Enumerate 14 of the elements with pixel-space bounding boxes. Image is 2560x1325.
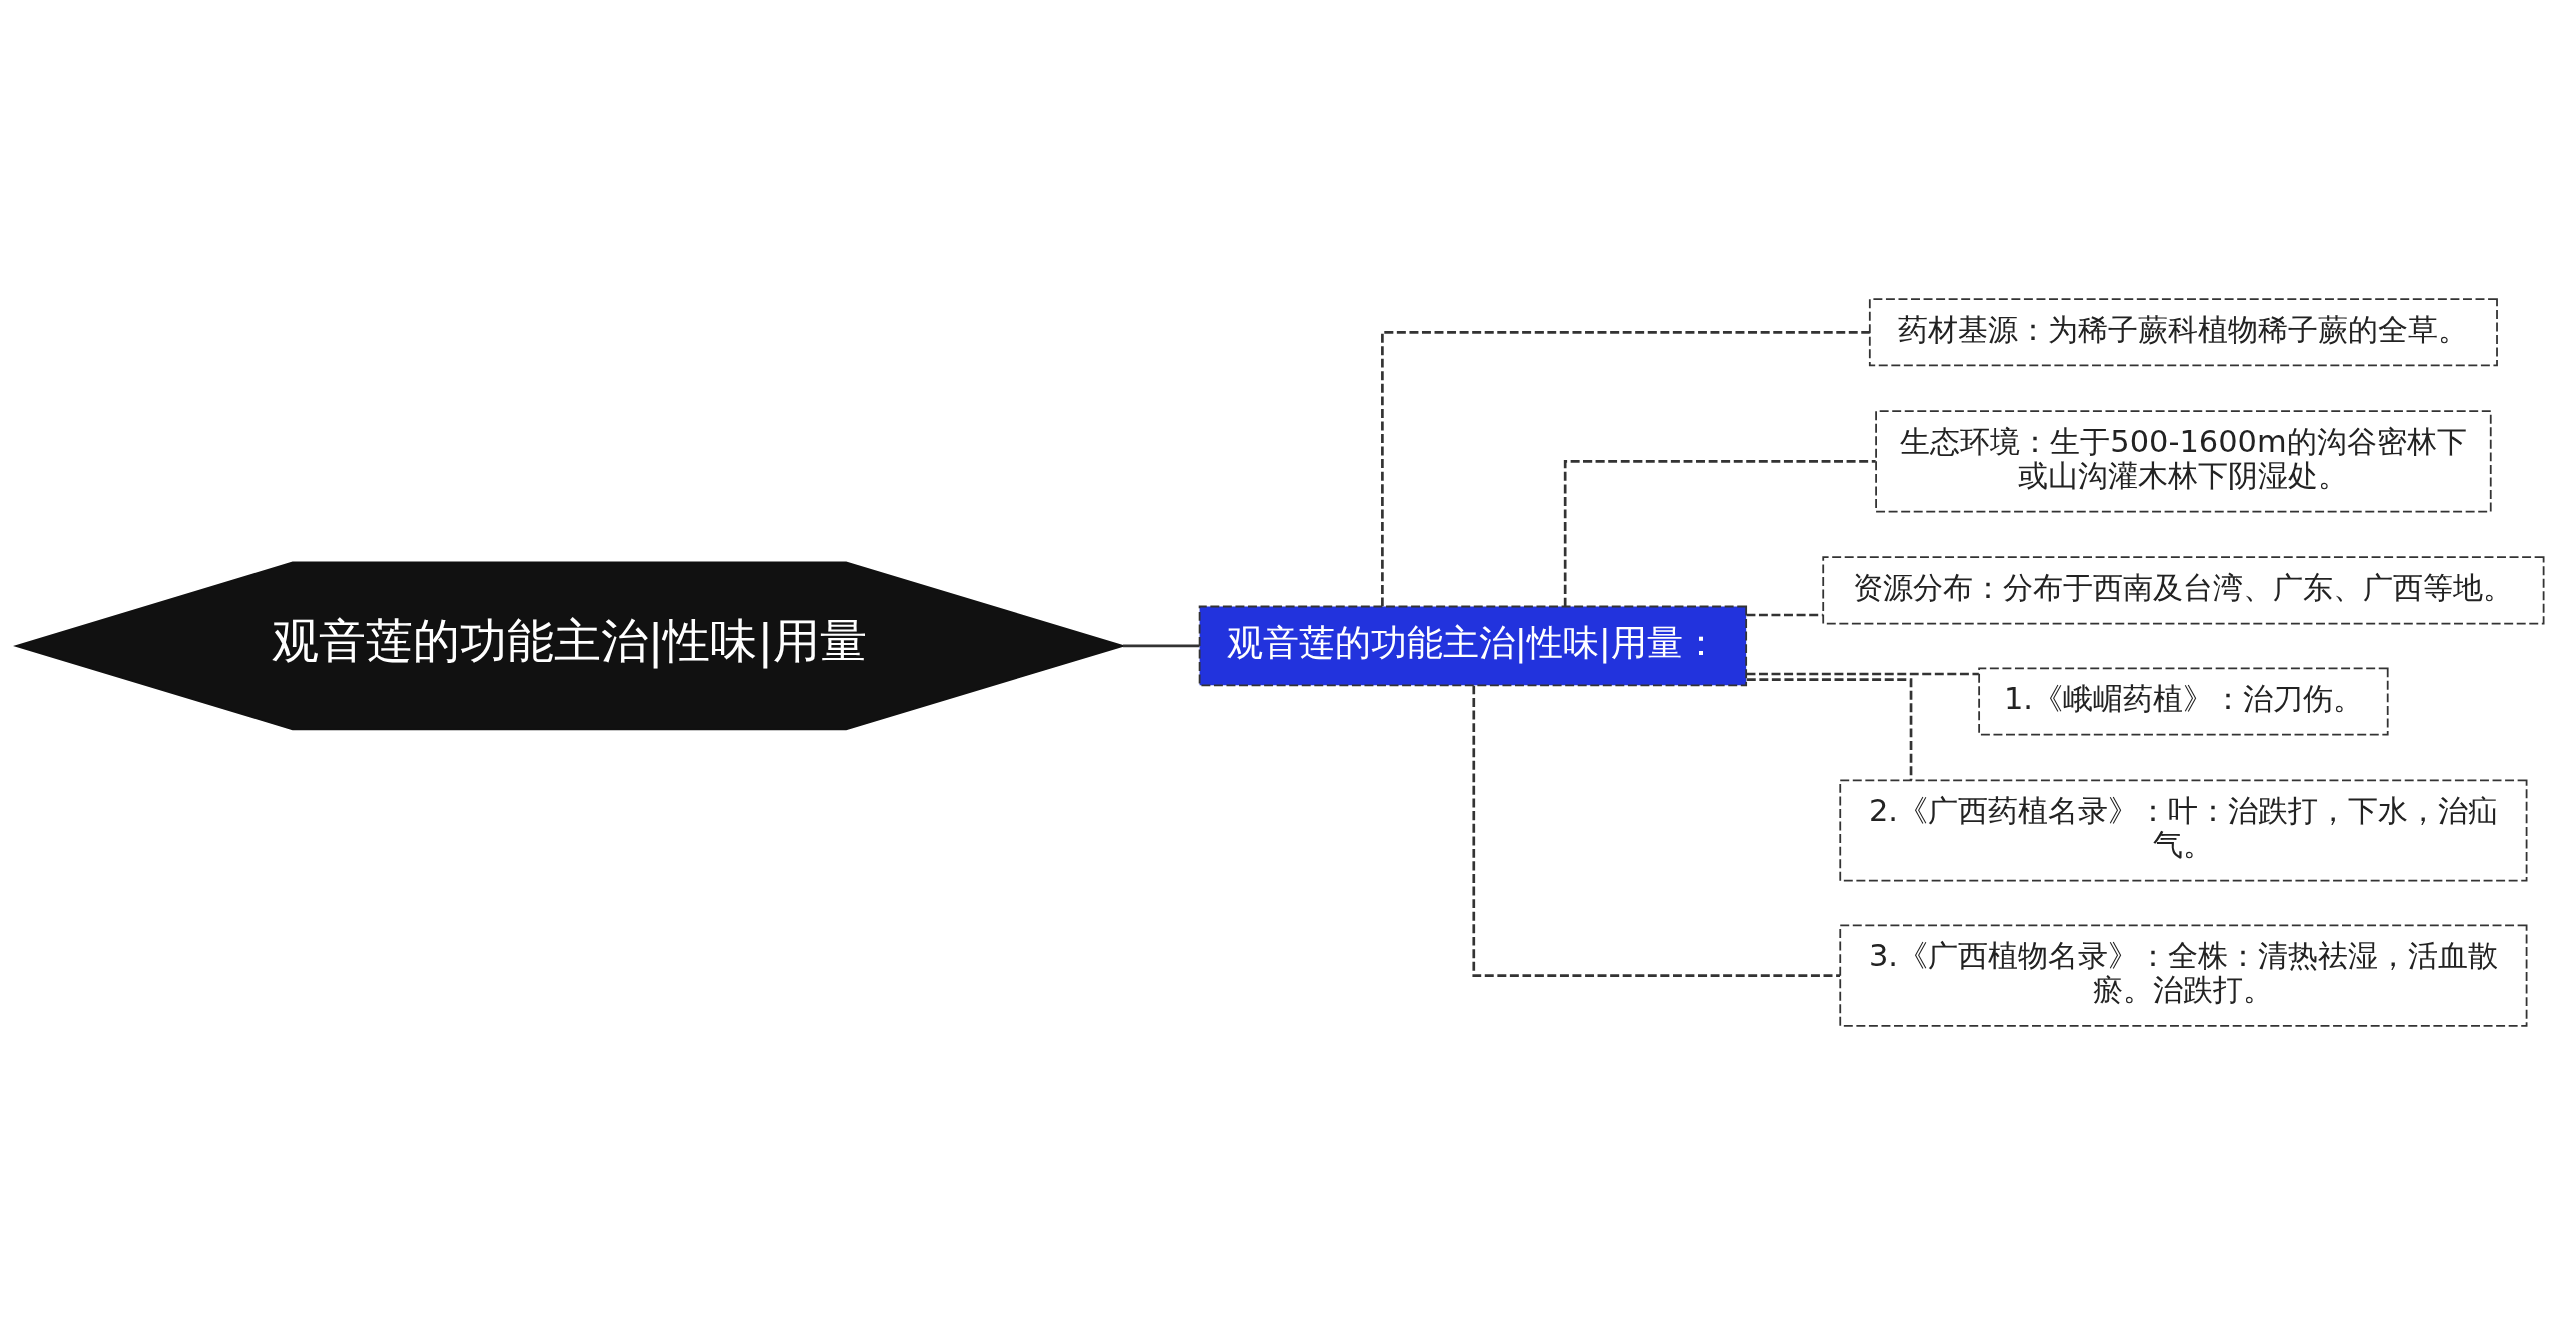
node-box: 3.《广西植物名录》：全株：清热祛湿，活血散瘀。治跌打。 — [1839, 924, 2528, 1027]
connector — [1746, 613, 1823, 617]
connector — [1381, 330, 1870, 607]
node-box: 药材基源：为稀子蕨科植物稀子蕨的全草。 — [1868, 298, 2498, 367]
node-box: 资源分布：分布于西南及台湾、广东、广西等地。 — [1822, 556, 2545, 625]
connector — [1746, 672, 1979, 676]
node-box: 观音莲的功能主治|性味|用量： — [1198, 605, 1748, 687]
connector — [1122, 644, 1200, 648]
node-box: 1.《峨嵋药植》：治刀伤。 — [1978, 667, 2389, 736]
connector — [1746, 678, 1913, 781]
node-box: 生态环境：生于500-1600m的沟谷密林下或山沟灌木林下阴湿处。 — [1875, 410, 2492, 513]
connector — [1563, 460, 1876, 607]
node-box: 2.《广西药植名录》：叶：治跌打，下水，治疝气。 — [1839, 779, 2528, 882]
connector — [1472, 685, 1841, 977]
